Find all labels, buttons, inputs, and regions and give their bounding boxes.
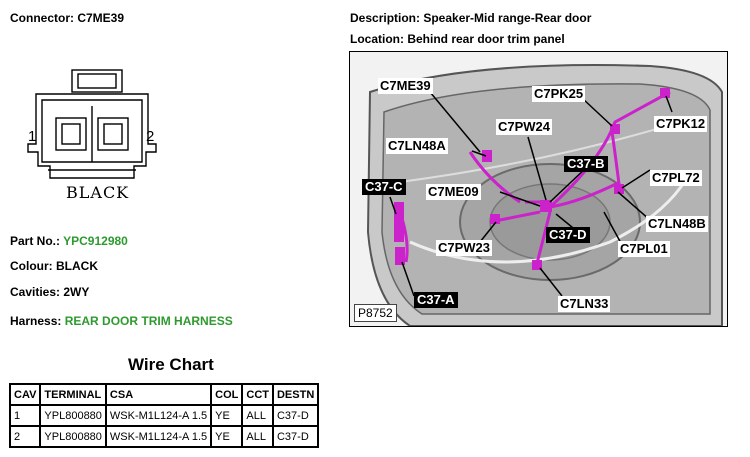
header-col: COL <box>210 383 244 406</box>
cell-col: YE <box>210 404 244 427</box>
callout-c7pw24: C7PW24 <box>496 119 553 135</box>
part-number: Part No.: YPC912980 <box>10 234 128 248</box>
cell-col: YE <box>210 425 244 448</box>
door-illustration <box>366 64 723 326</box>
cell-destn: C37-D <box>271 425 320 448</box>
pin-2-label: 2 <box>146 128 154 145</box>
callout-c7pl72: C7PL72 <box>650 170 702 186</box>
callout-c37-a: C37-A <box>414 292 458 308</box>
callout-c7me09: C7ME09 <box>426 184 481 200</box>
header-destn: DESTN <box>271 383 320 406</box>
cell-terminal: YPL800880 <box>39 404 107 427</box>
table-row: 1 YPL800880 WSK-M1L124-A 1.5 YE ALL C37-… <box>8 404 320 427</box>
connector-label: Connector: C7ME39 <box>10 11 125 25</box>
header-cav: CAV <box>8 383 42 406</box>
cell-cct: ALL <box>241 425 274 448</box>
description-field: Description: Speaker-Mid range-Rear door <box>350 11 592 25</box>
harness-value: REAR DOOR TRIM HARNESS <box>64 314 233 328</box>
header-csa: CSA <box>104 383 213 406</box>
harness-label: Harness: <box>10 314 65 328</box>
cell-destn: C37-D <box>271 404 320 427</box>
callout-c7pk25: C7PK25 <box>532 86 586 102</box>
cell-cav: 1 <box>8 404 42 427</box>
callout-c7pw23: C7PW23 <box>436 240 493 256</box>
connector-colour-caption: BLACK <box>66 183 130 202</box>
callout-c37-b: C37-B <box>564 156 608 172</box>
cavities-field: Cavities: 2WY <box>10 285 90 299</box>
photo-reference: P8752 <box>354 304 397 322</box>
callout-c7ln48a: C7LN48A <box>386 138 448 154</box>
header-terminal: TERMINAL <box>39 383 107 406</box>
table-header-row: CAV TERMINAL CSA COL CCT DESTN <box>8 383 320 406</box>
location-photo: C7ME39 C7PK25 C7PK12 C7PW24 C7LN48A C37-… <box>349 51 728 327</box>
cell-csa: WSK-M1L124-A 1.5 <box>104 404 213 427</box>
callout-c7pk12: C7PK12 <box>654 116 708 132</box>
table-row: 2 YPL800880 WSK-M1L124-A 1.5 YE ALL C37-… <box>8 425 320 448</box>
cell-cct: ALL <box>241 404 274 427</box>
callout-c37-d: C37-D <box>546 227 590 243</box>
header-cct: CCT <box>241 383 274 406</box>
location-field: Location: Behind rear door trim panel <box>350 32 565 46</box>
colour-field: Colour: BLACK <box>10 259 98 273</box>
wire-chart-title: Wire Chart <box>128 355 214 374</box>
cell-cav: 2 <box>8 425 42 448</box>
callout-c7pl01: C7PL01 <box>618 241 670 257</box>
part-number-label: Part No.: <box>10 234 64 248</box>
callout-c7ln48b: C7LN48B <box>646 216 708 232</box>
pin-1-label: 1 <box>28 128 36 145</box>
callout-c7ln33: C7LN33 <box>558 296 611 312</box>
callout-c7me39: C7ME39 <box>378 78 433 94</box>
harness-field: Harness: REAR DOOR TRIM HARNESS <box>10 314 233 328</box>
cell-csa: WSK-M1L124-A 1.5 <box>104 425 213 448</box>
part-number-value: YPC912980 <box>63 234 128 248</box>
connector-face-diagram: 1 2 <box>27 69 157 179</box>
wire-chart-table: CAV TERMINAL CSA COL CCT DESTN 1 YPL8008… <box>8 383 320 448</box>
cell-terminal: YPL800880 <box>39 425 107 448</box>
callout-c37-c: C37-C <box>362 179 406 195</box>
